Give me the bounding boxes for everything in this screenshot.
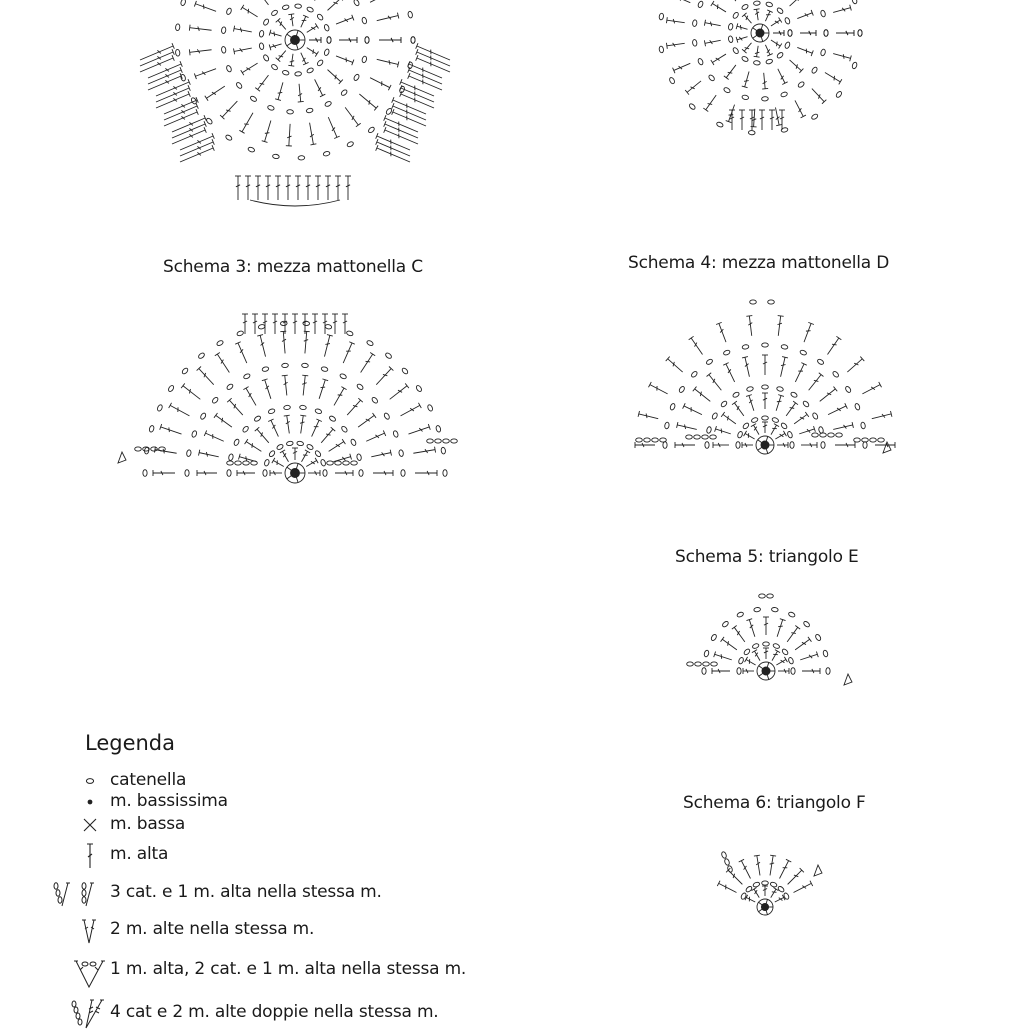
scheme-2-diagram [640, 0, 880, 140]
legend-label-chain3-double: 3 cat. e 1 m. alta nella stessa m. [110, 882, 382, 902]
legend-label-v-stitch: 1 m. alta, 2 cat. e 1 m. alta nella stes… [110, 959, 466, 979]
legend-label-slip-stitch: m. bassissima [110, 791, 228, 811]
scheme-6-diagram [710, 835, 830, 920]
legend-label-double-increase: 2 m. alte nella stessa m. [110, 919, 314, 939]
scheme-3-caption: Schema 3: mezza mattonella C [163, 257, 423, 277]
legend-label-chain: catenella [110, 770, 186, 790]
legend-label-single-crochet: m. bassa [110, 814, 185, 834]
legend-item-v-stitch: 1 m. alta, 2 cat. e 1 m. alta nella stes… [50, 955, 510, 985]
legend-item-double-increase: 2 m. alte nella stessa m. [50, 917, 510, 947]
scheme-5-caption: Schema 5: triangolo E [675, 547, 859, 567]
legend-item-double-crochet: m. alta [50, 842, 510, 872]
scheme-4-diagram [625, 290, 900, 460]
legend-label-double-crochet: m. alta [110, 844, 168, 864]
legend-label-treble-group: 4 cat e 2 m. alte doppie nella stessa m. [110, 1002, 439, 1022]
scheme-6-caption: Schema 6: triangolo F [683, 793, 866, 813]
scheme-1-diagram [110, 0, 480, 210]
legend-item-treble-group: 4 cat e 2 m. alte doppie nella stessa m. [50, 996, 510, 1026]
legend-title: Legenda [85, 731, 175, 755]
scheme-3-diagram [110, 300, 470, 490]
scheme-4-caption: Schema 4: mezza mattonella D [628, 253, 889, 273]
chain3-double-crochet-icon [50, 880, 110, 910]
legend-item-single-crochet: m. bassa [50, 814, 510, 844]
scheme-5-diagram [680, 588, 860, 688]
legend-item-chain3-double: 3 cat. e 1 m. alta nella stessa m. [50, 880, 510, 910]
